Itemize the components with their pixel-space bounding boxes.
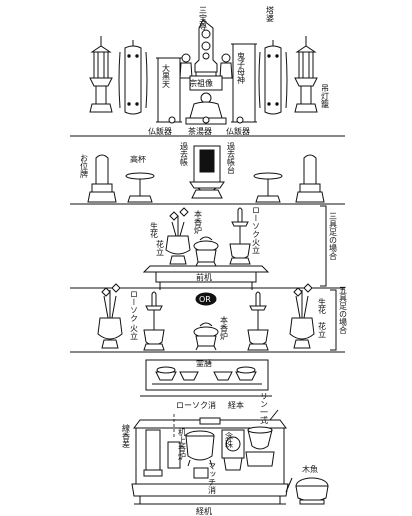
label-seika-upper: 生花: [150, 221, 159, 239]
label-takatsuki: 高杯: [130, 154, 146, 164]
honkouro-upper: [193, 236, 219, 267]
label-daikokuten: 大黒天: [162, 63, 171, 89]
label-hanatate-lower: 花立: [318, 321, 327, 338]
label-hanatate-upper: 花立: [156, 239, 165, 256]
hanatate-upper: [165, 207, 191, 265]
or-badge: [195, 292, 217, 306]
rin-isshiki: [245, 409, 279, 467]
label-or: OR: [199, 295, 211, 304]
senkoutate: [143, 429, 163, 477]
label-tsuridourou: 吊灯籠: [321, 84, 330, 108]
takatsuki-left: [125, 172, 155, 203]
label-rousokukeshi: ローソク消: [176, 400, 216, 410]
hikkatate-upper: [229, 207, 251, 265]
touba-right: [258, 40, 288, 115]
mokusho: [285, 477, 329, 505]
label-mokusho: 木魚: [302, 464, 318, 474]
label-tsukuejoukouro: 机上香炉: [178, 427, 187, 461]
label-rin-isshiki: リン一式: [260, 392, 269, 424]
upper-tier: [70, 19, 345, 137]
kakochou-stand: [189, 145, 225, 199]
label-senkoutate: 線香差: [122, 423, 131, 448]
label-kishimojin: 鬼子母神: [237, 51, 246, 85]
buppanki-cup-right: [236, 116, 244, 124]
kyouhon: [199, 417, 221, 425]
label-honkouro-upper: 本香炉: [194, 209, 203, 235]
label-gogusoku: 五具足の場合: [339, 286, 348, 335]
label-kakochoudai: 過去帳台: [227, 141, 236, 175]
second-tier: [70, 145, 345, 205]
hanatate-lower-left: [97, 283, 123, 349]
hikkatate-lower-right: [247, 291, 269, 351]
label-sanbouson: 三宝尊: [199, 6, 208, 31]
rousokukeshi: [167, 414, 181, 469]
label-chatouki: 茶湯器: [188, 126, 212, 136]
label-mitsugusoku: 三具足の場合: [329, 212, 338, 261]
label-matchikeshi: マッチ消: [208, 462, 217, 495]
honkouro-lower: [193, 322, 219, 351]
hikkatate-lower-left: [143, 291, 165, 351]
label-nenju: 念珠: [225, 431, 234, 449]
bracket-mitsugusoku: [320, 205, 327, 287]
bracket-gogusoku: [330, 289, 337, 351]
tsuridourou-left: [89, 36, 113, 113]
label-kakochou: 過去帳: [180, 141, 189, 167]
label-reizen: 霊膳: [196, 358, 212, 368]
label-honkouro-lower: 本香炉: [220, 315, 229, 341]
label-rousoku-upper: ローソク: [252, 206, 261, 238]
label-rousoku-lower: ローソク: [130, 290, 139, 322]
oihai-right: [295, 154, 325, 203]
label-shusozou: 宗祖像: [189, 78, 213, 88]
daikokuten-scroll: [156, 57, 182, 123]
touba-left: [118, 40, 148, 115]
hanatate-lower-right: [289, 283, 315, 349]
guardian-right: [219, 53, 233, 79]
chatouki-cup: [202, 116, 210, 124]
tsukuejoukouro: [185, 430, 215, 467]
label-seika-lower: 生花: [318, 297, 327, 315]
label-oihai: お位牌: [80, 154, 89, 179]
buppanki-cup-left: [168, 116, 176, 124]
label-hikkatate-upper: 火立: [252, 238, 261, 254]
takatsuki-right: [253, 172, 283, 203]
tsuridourou-right: [294, 36, 318, 113]
reizen-tray: [140, 359, 272, 397]
matchikeshi: [193, 467, 209, 479]
label-buppanki-left: 仏飯器: [148, 126, 172, 136]
sanbouson-statue: [194, 19, 218, 79]
label-touba: 塔婆: [266, 5, 275, 23]
kishimojin-scroll: [231, 43, 257, 123]
guardian-left: [179, 53, 193, 79]
nenju-box: [221, 429, 245, 471]
label-kyouzukue: 経机: [196, 506, 212, 516]
label-kyouhon: 経本: [228, 400, 244, 410]
oihai-left: [87, 154, 117, 203]
label-buppanki-right: 仏飯器: [226, 126, 250, 136]
gogusoku-set: [70, 283, 345, 353]
label-hikkatate-lower: 火立: [130, 324, 139, 340]
label-maezukue: 前机: [196, 272, 212, 282]
